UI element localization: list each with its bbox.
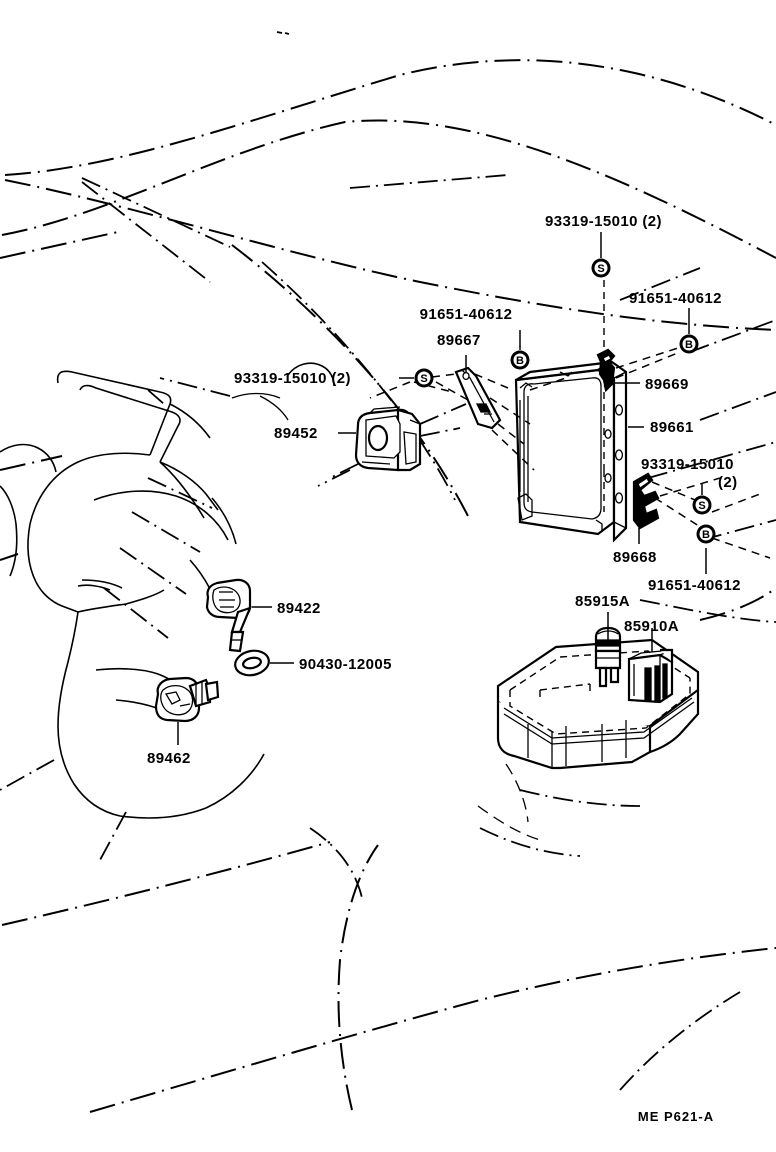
part-89462	[154, 676, 220, 723]
marker-s-lower: S	[692, 495, 712, 515]
label-89667: 89667	[437, 332, 481, 349]
label-91651-40612-right: 91651-40612	[629, 290, 722, 307]
marker-letter: S	[420, 373, 427, 385]
leader-lines	[177, 232, 707, 745]
label-85915a: 85915A	[575, 593, 630, 610]
marker-letter: B	[516, 355, 524, 367]
part-number-labels: 93319-15010 (2) 91651-40612 91651-40612 …	[147, 213, 741, 767]
label-93319-15010-lower: 93319-15010	[641, 456, 734, 473]
label-89422: 89422	[277, 600, 321, 617]
part-89422	[205, 578, 252, 653]
bracket-89668	[632, 472, 660, 544]
ecu-89661	[514, 360, 628, 543]
background-body-lines	[0, 31, 776, 623]
part-89452	[354, 406, 422, 472]
label-89668: 89668	[613, 549, 657, 566]
label-90430-12005: 90430-12005	[299, 656, 392, 673]
part-90430-12005	[234, 649, 270, 677]
marker-letter: B	[702, 529, 710, 541]
marker-s-left: S	[414, 368, 434, 388]
marker-letter: B	[685, 339, 693, 351]
label-93319-15010-left: 93319-15010 (2)	[234, 370, 351, 387]
assembly-alignment-lines	[317, 280, 771, 559]
marker-letter: S	[698, 500, 705, 512]
label-89462: 89462	[147, 750, 191, 767]
label-89669: 89669	[645, 376, 689, 393]
bracket-89667	[454, 366, 502, 430]
label-93319-qty-lower: (2)	[718, 474, 738, 491]
label-85910a: 85910A	[624, 618, 679, 635]
label-91651-40612-mid: 91651-40612	[420, 306, 513, 323]
fastener-markers: S B B S S B	[414, 258, 716, 544]
label-91651-40612-lower: 91651-40612	[648, 577, 741, 594]
label-93319-15010-top: 93319-15010 (2)	[545, 213, 662, 230]
marker-letter: S	[597, 263, 604, 275]
label-89452: 89452	[274, 425, 318, 442]
marker-b-lower: B	[696, 524, 716, 544]
engine-contour	[0, 362, 335, 861]
footer-code: ME P621-A	[638, 1109, 714, 1124]
marker-b-right: B	[679, 334, 699, 354]
relay-85910a-unit	[627, 648, 674, 704]
marker-b-center: B	[510, 350, 530, 370]
label-89661: 89661	[650, 419, 694, 436]
bracket-89669	[596, 348, 616, 393]
lower-body-lines	[1, 763, 776, 1113]
marker-s-top: S	[591, 258, 611, 278]
